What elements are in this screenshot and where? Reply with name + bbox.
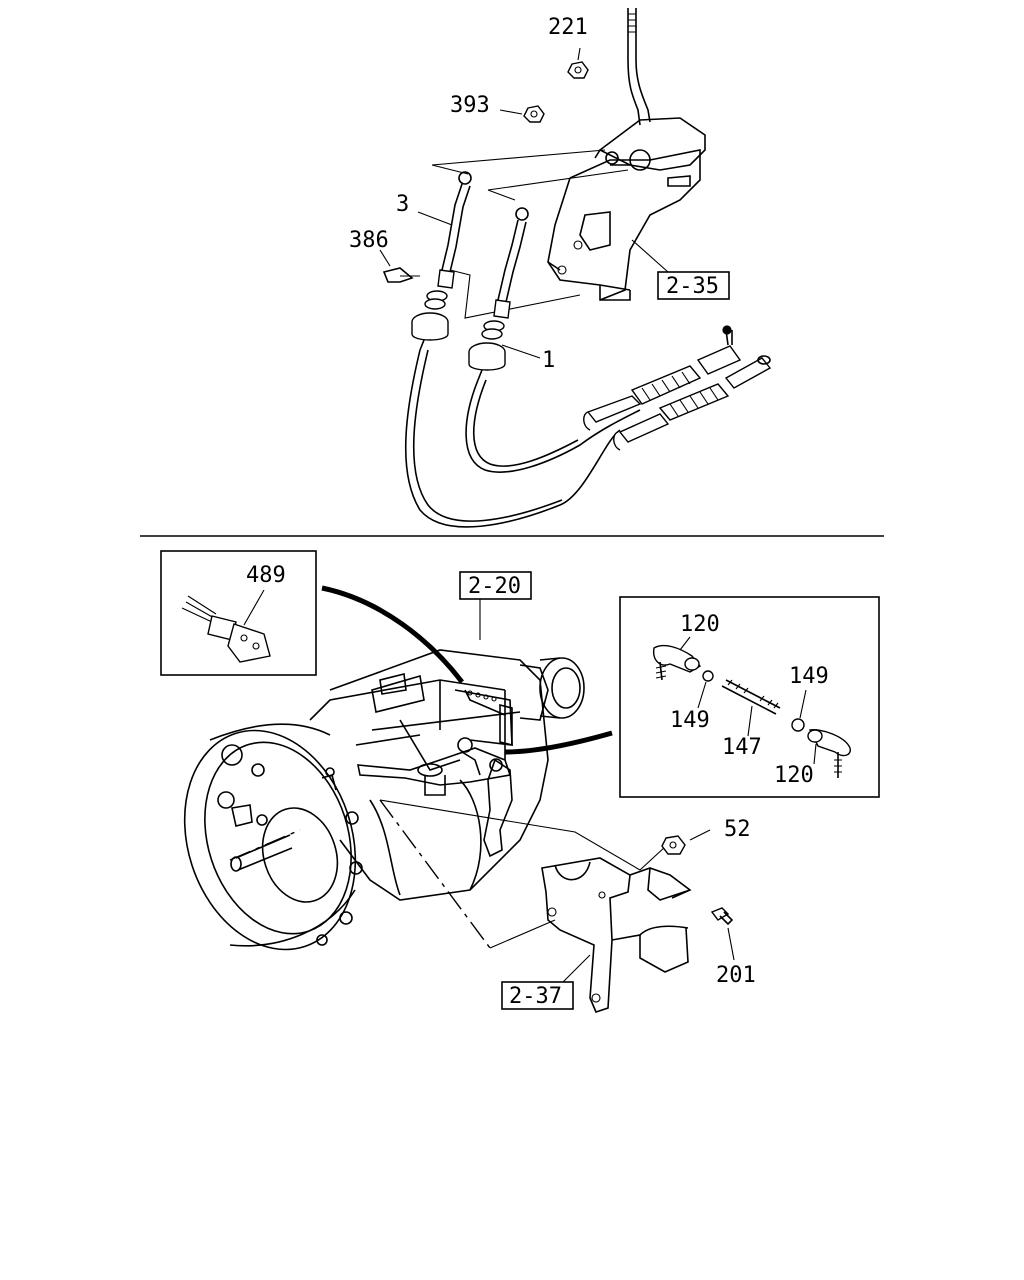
- callout-3: 3: [396, 192, 409, 217]
- bracket-2-37: [541, 857, 692, 1013]
- callout-2-35: 2-35: [666, 274, 719, 299]
- shift-cable-left: [404, 171, 621, 528]
- callout-149-left: 149: [670, 708, 710, 733]
- callout-1: 1: [542, 348, 555, 373]
- callout-489: 489: [246, 563, 286, 588]
- callout-52: 52: [724, 817, 751, 842]
- select-cable-right: [465, 207, 641, 473]
- callout-393: 393: [450, 93, 490, 118]
- callout-147: 147: [722, 735, 762, 760]
- callout-120-top: 120: [680, 612, 720, 637]
- nut-52-bolt-201: [661, 835, 734, 926]
- reference-boxes: [459, 271, 730, 1010]
- callout-2-20: 2-20: [468, 574, 521, 599]
- callout-201: 201: [716, 963, 756, 988]
- inset-489: [160, 550, 317, 676]
- small-hardware-top: [379, 47, 589, 359]
- inset-tie-rod: [619, 596, 880, 798]
- callout-labels: 221 393 3 386 2-35 1 489 2-20 120 149 14…: [246, 15, 829, 1009]
- ref-box-2-37: [501, 981, 574, 1010]
- detail-pointers: [321, 585, 613, 755]
- callout-386: 386: [349, 228, 389, 253]
- callout-149-right: 149: [789, 664, 829, 689]
- ref-box-2-35: [657, 271, 730, 300]
- ref-box-2-20: [459, 571, 532, 600]
- callout-2-37: 2-37: [509, 984, 562, 1009]
- transmission-assembly: [183, 649, 585, 951]
- cable-ends: [583, 325, 772, 451]
- assembly-guides: [229, 595, 735, 986]
- shift-lever-assembly: [547, 8, 706, 301]
- cable-connector-guides: [431, 149, 629, 319]
- callout-221: 221: [548, 15, 588, 40]
- callout-120-bottom: 120: [774, 763, 814, 788]
